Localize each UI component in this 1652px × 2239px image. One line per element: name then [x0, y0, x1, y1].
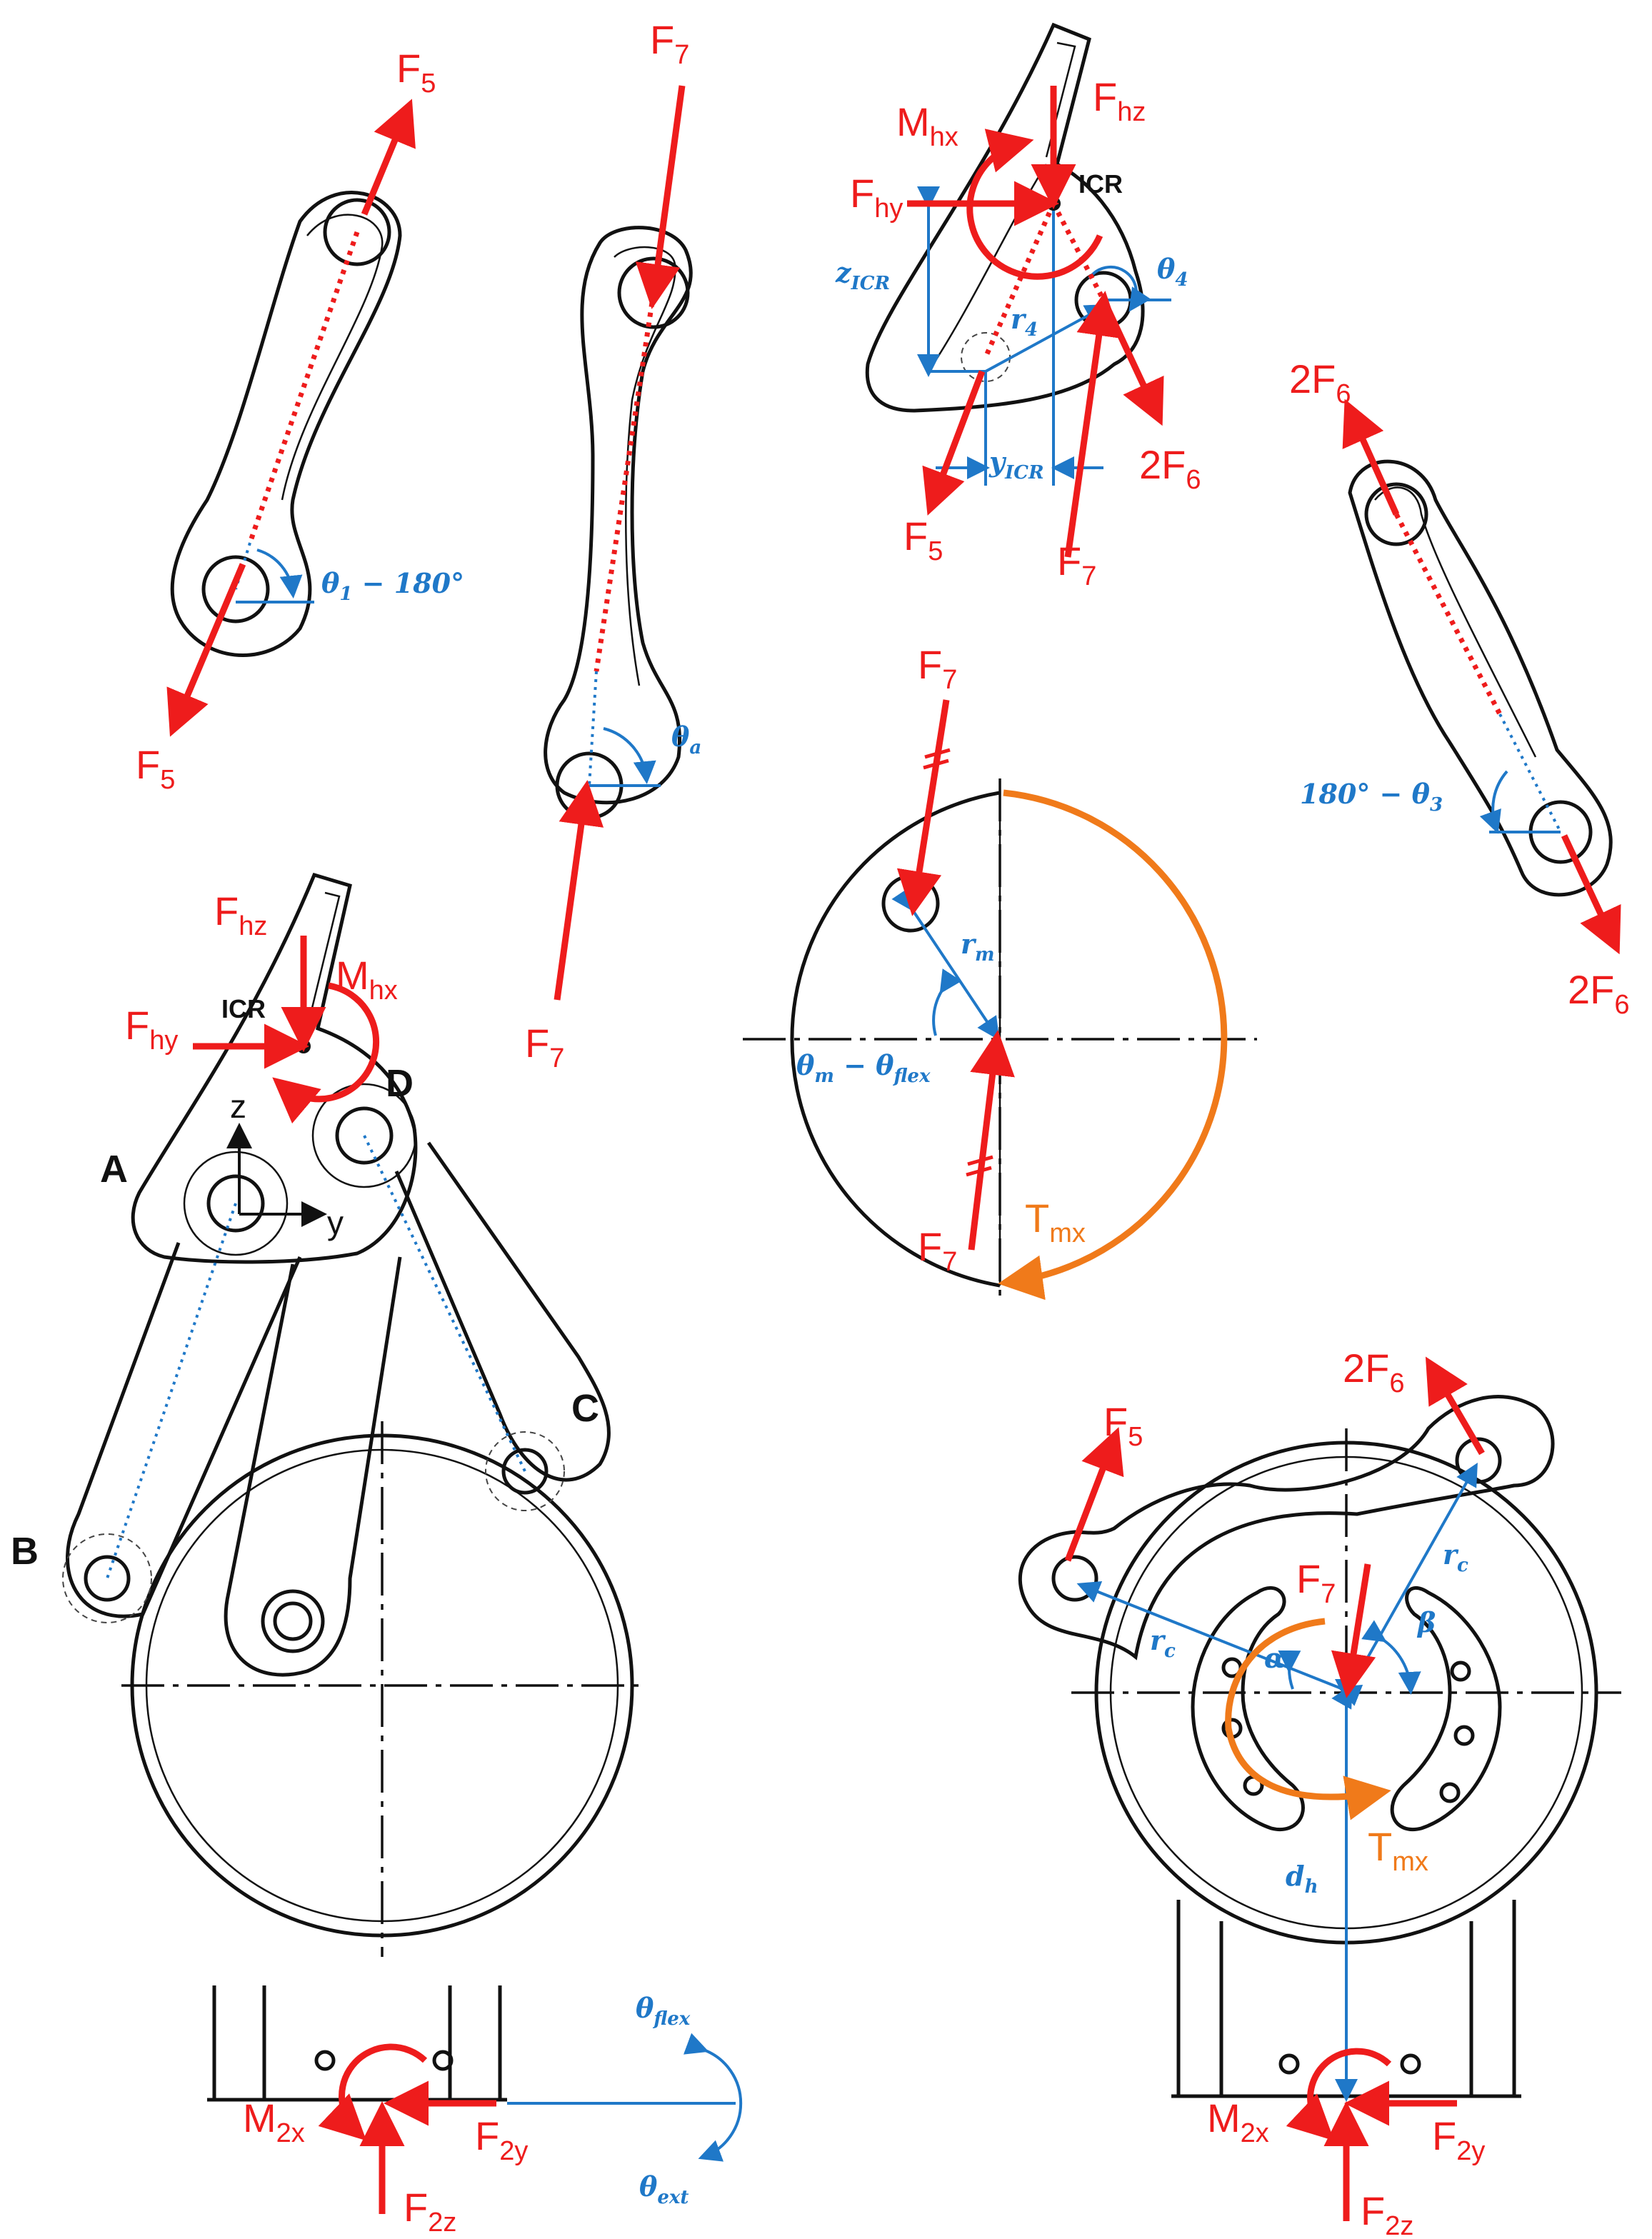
icr-point-assembly — [296, 1039, 311, 1053]
2F6-arrow-link3-top — [1342, 399, 1400, 516]
F2z-label-assembly: F2z — [404, 2185, 456, 2238]
M2x-arrow-base — [1286, 2048, 1392, 2141]
F5-arrow-base — [1064, 1427, 1124, 1562]
motor-disc-pin — [881, 874, 940, 933]
joint-C — [501, 1448, 549, 1495]
F5-arrow-hand — [922, 370, 986, 516]
Tmx-arc-base — [1225, 1618, 1391, 1820]
beta-label: β — [1416, 1606, 1436, 1638]
F5-label-base: F5 — [1103, 1399, 1143, 1452]
assembly-side-view — [62, 872, 743, 2214]
Tmx-label-base: Tmx — [1368, 1824, 1428, 1877]
Fhy-label-assembly: Fhy — [125, 1003, 178, 1056]
base-front-view — [1018, 1356, 1621, 2221]
icr-label-assembly: ICR — [221, 994, 266, 1023]
axis-z-label: z — [230, 1088, 246, 1125]
motor-disc — [743, 699, 1257, 1301]
Tmx-label-disc: Tmx — [1025, 1196, 1086, 1248]
Mhx-arrow-top — [966, 129, 1103, 280]
F7-label-disc-bottom: F7 — [918, 1224, 957, 1277]
link-a — [544, 85, 693, 1001]
F5-label-top: F5 — [396, 46, 436, 99]
F7-label-top: F7 — [650, 17, 689, 70]
F7-arrow-disc-bottom — [968, 1030, 1015, 1251]
F5-label-hand: F5 — [903, 514, 943, 566]
F7-label-link-a-bottom: F7 — [525, 1021, 564, 1073]
Mhx-arrow-assembly — [272, 982, 380, 1124]
M2x-arrow-assembly — [318, 2043, 428, 2141]
thetaMF-label: θm − θflex — [796, 1049, 931, 1087]
Mhx-label-top: Mhx — [896, 99, 958, 152]
zICR-label: zICR — [835, 256, 890, 294]
rc-label-right: rc — [1443, 1538, 1468, 1576]
2F6-arrow-link3-bottom — [1561, 834, 1621, 955]
rm-label: rm — [961, 928, 995, 966]
F7-arrow-link-a-top — [635, 85, 686, 309]
2F6-arrow-base — [1425, 1356, 1485, 1456]
theta1-label: θ1 − 180° — [321, 567, 464, 605]
F7-label-base: F7 — [1296, 1556, 1336, 1609]
2F6-label-base: 2F6 — [1343, 1346, 1405, 1398]
r4-label: r4 — [1011, 303, 1038, 341]
link-1-top-hole — [323, 198, 391, 266]
icr-point-top — [1046, 196, 1061, 211]
Tmx-arc-disc — [998, 789, 1228, 1301]
M2x-label-assembly: M2x — [243, 2095, 305, 2148]
point-D-label: D — [386, 1062, 414, 1105]
alpha-label: α — [1264, 1642, 1285, 1674]
M2x-label-base: M2x — [1207, 2095, 1269, 2148]
Fhz-label-assembly: Fhz — [214, 888, 267, 941]
Fhy-label-top: Fhy — [850, 171, 903, 224]
rc-label-left: rc — [1150, 1624, 1176, 1662]
F5-label-bottom: F5 — [136, 742, 175, 795]
axis-y-label: y — [327, 1204, 344, 1241]
link-1 — [166, 99, 416, 737]
yICR-label: yICR — [988, 446, 1044, 484]
link-1-bottom-hole — [201, 555, 270, 623]
2F6-arrow-hand — [1103, 306, 1164, 426]
link-3-top-hole — [1364, 482, 1428, 546]
theta3-label: 180° − θ3 — [1300, 778, 1443, 816]
F2y-label-base: F2y — [1432, 2113, 1485, 2166]
F7-arrow-base — [1331, 1563, 1376, 1698]
hand-part-top — [865, 22, 1171, 558]
dh-label: dh — [1286, 1860, 1318, 1898]
link-a-top-hole — [617, 256, 690, 329]
thetaExt-label: θext — [639, 2170, 689, 2208]
F5-arrow-down — [166, 563, 246, 737]
F7-label-disc-top: F7 — [918, 642, 957, 695]
thetaFlex-label: θflex — [636, 1992, 691, 2030]
F7-label-hand: F7 — [1057, 539, 1096, 591]
point-C-label: C — [571, 1387, 599, 1430]
base-left-hole — [1051, 1555, 1098, 1602]
Fhz-label-top: Fhz — [1093, 74, 1146, 127]
F7-arrow-hand — [1064, 291, 1121, 558]
point-B-label: B — [11, 1530, 39, 1573]
icr-label-top: ICR — [1078, 169, 1123, 199]
F2y-label-assembly: F2y — [475, 2113, 528, 2166]
theta4-label: θ4 — [1157, 253, 1188, 291]
joint-B — [84, 1555, 131, 1602]
Mhx-label-assembly: Mhx — [336, 953, 398, 1006]
F7-arrow-link-a-bottom — [554, 780, 604, 1001]
F5-arrow-up — [361, 99, 416, 216]
thetaA-label: θa — [671, 721, 701, 758]
F7-arrow-disc-top — [896, 699, 950, 916]
link-3 — [1342, 399, 1621, 955]
2F6-label-link3-bottom: 2F6 — [1568, 967, 1630, 1020]
2F6-label-link3-top: 2F6 — [1289, 356, 1351, 409]
2F6-label-hand: 2F6 — [1139, 442, 1201, 495]
point-A-label: A — [100, 1148, 128, 1191]
F2z-label-base: F2z — [1361, 2188, 1413, 2239]
